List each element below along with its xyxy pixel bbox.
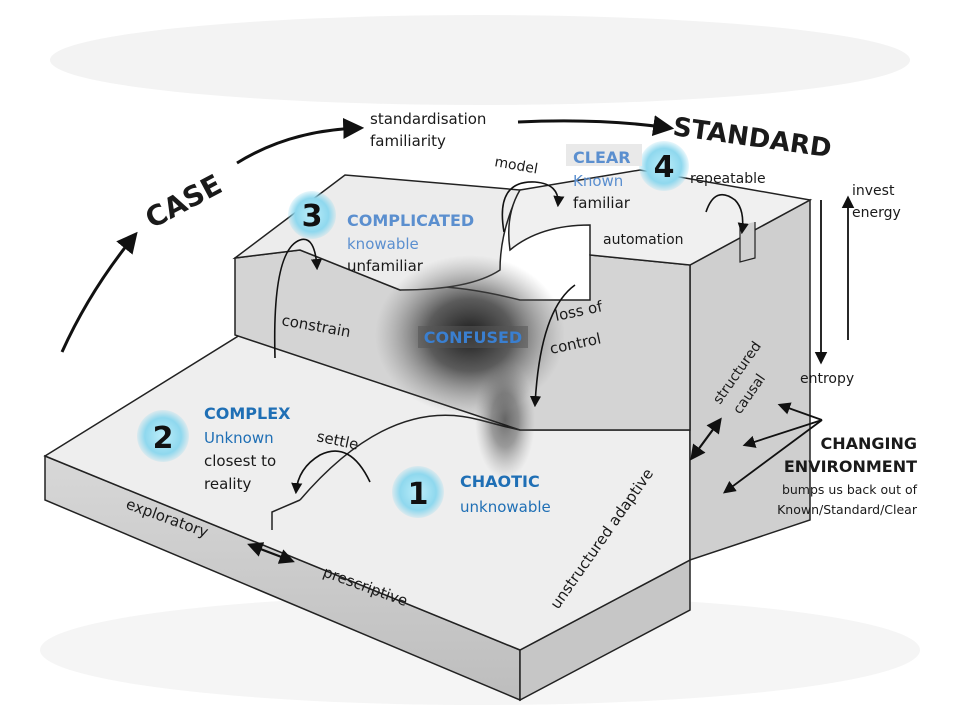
standardisation-text: standardisation [370,110,486,128]
transition-arrows [273,181,749,495]
unstructured-structured-arrow [690,417,722,461]
environment-line2: Known/Standard/Clear [777,502,918,517]
confused-label: CONFUSED [424,328,522,347]
changing-title: CHANGING [820,434,917,453]
clear-known: Known [573,172,623,190]
double-arrows [247,417,722,564]
model-label: model [493,154,539,177]
energy-text: energy [852,205,901,221]
clear-familiar: familiar [573,194,631,212]
background-haze-top [50,15,910,105]
familiarity-text: familiarity [370,132,446,150]
environment-arrows [722,402,823,494]
base-platform [43,334,691,702]
automation-label: automation [603,232,684,248]
constrain-arrow [273,238,323,359]
badge-1-number: 1 [408,477,429,512]
chaotic-unknowable: unknowable [460,498,551,516]
loss-of-control-arrow [529,284,576,408]
model-arrow [501,181,565,233]
settle-arrow [291,450,371,495]
standard-label: STANDARD [671,112,833,164]
complex-reality: reality [204,475,251,493]
environment-line1: bumps us back out of [782,482,918,497]
arrow-flow-to-standard [517,115,675,137]
case-label: CASE [140,168,227,235]
complicated-knowable: knowable [347,235,419,253]
environment-title: ENVIRONMENT [784,457,917,476]
badge-4-number: 4 [654,150,675,185]
clear-label-bg [566,144,642,166]
energy-arrows [814,195,855,365]
badge-4 [639,141,689,191]
complicated-title: COMPLICATED [347,211,474,230]
complex-closest: closest to [204,452,276,470]
clear-title: CLEAR [573,148,631,167]
arrow-case-rising [60,231,138,353]
confused-cloud-tail [475,360,535,480]
repeatable-arrow [705,193,749,235]
chaotic-title: CHAOTIC [460,472,540,491]
flow-arrows [60,115,675,353]
entropy-text: entropy [800,371,854,387]
complex-title: COMPLEX [204,404,291,423]
badge-2-number: 2 [153,421,174,456]
badge-2 [137,410,189,462]
arrow-case-to-flow [236,117,365,165]
complicated-unfamiliar: unfamiliar [347,257,424,275]
invest-text: invest [852,183,895,199]
badge-3 [288,191,336,239]
badge-1 [392,466,444,518]
badge-3-number: 3 [302,199,323,234]
confused-label-bg [418,326,528,348]
exploratory-prescriptive-arrow [247,542,295,564]
complex-unknown: Unknown [204,429,274,447]
repeatable-label: repeatable [690,171,766,187]
